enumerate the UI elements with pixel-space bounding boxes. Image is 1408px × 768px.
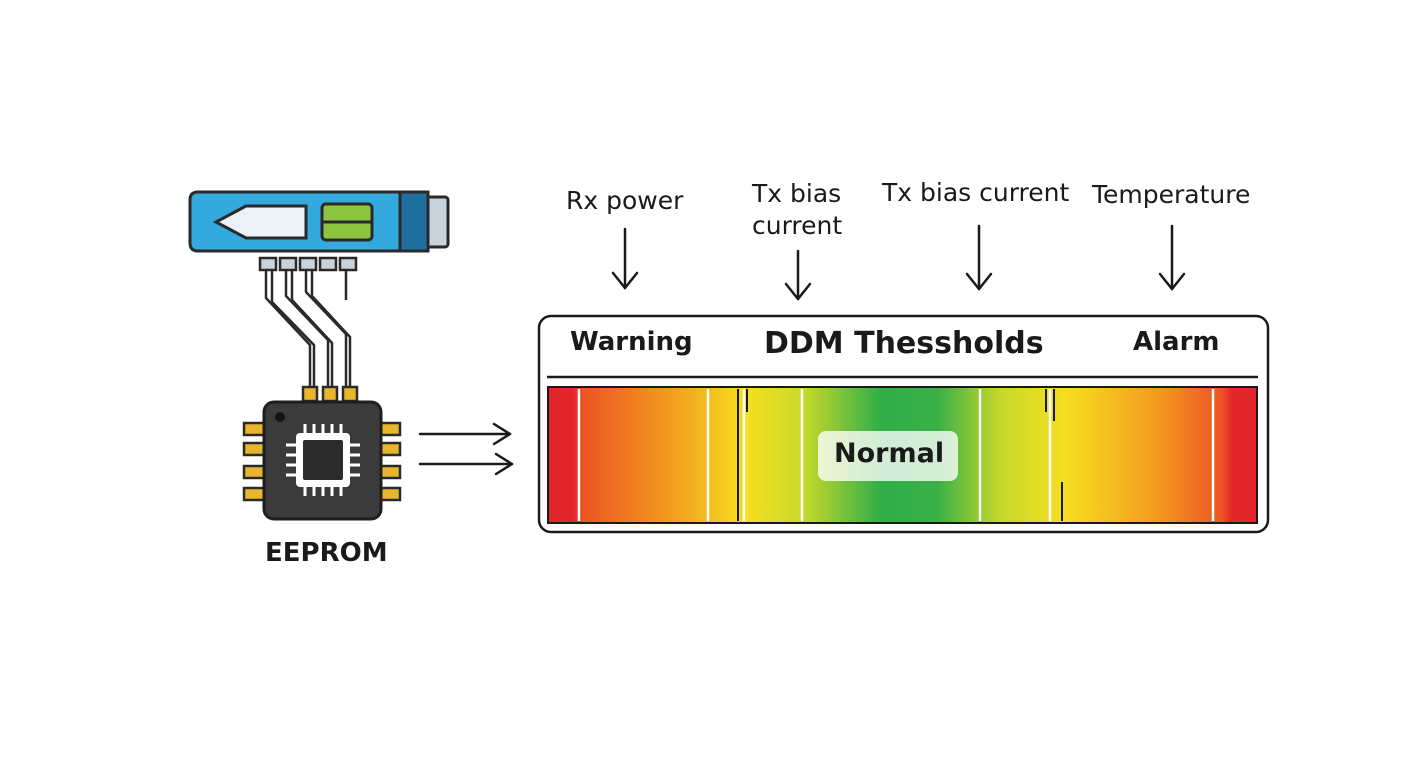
- alarm-label: Alarm: [1133, 327, 1220, 357]
- wiring-traces: [264, 270, 352, 392]
- normal-label: Normal: [834, 438, 945, 469]
- normal-badge: [818, 431, 958, 481]
- arrow-right-icon: [418, 422, 514, 476]
- threshold-panel: [537, 314, 1270, 534]
- arrow-down-icon: [611, 224, 1186, 301]
- temperature-label: Temperature: [1092, 180, 1251, 209]
- rx-power-label: Rx power: [566, 186, 684, 215]
- eeprom-chip-icon: [242, 385, 402, 521]
- tx-bias-current-label-1: Tx bias current: [752, 179, 843, 240]
- sfp-module-icon: [188, 190, 450, 272]
- eeprom-label: EEPROM: [265, 538, 388, 568]
- tx-bias-current-label-2: Tx bias current: [882, 178, 1070, 207]
- panel-title: DDM Thessholds: [764, 326, 1044, 361]
- warning-label: Warning: [570, 327, 693, 357]
